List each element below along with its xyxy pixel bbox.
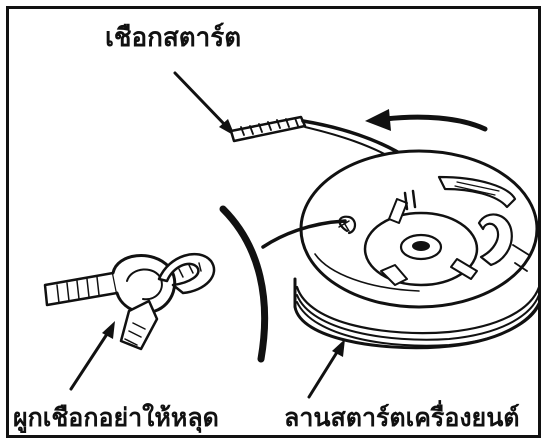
rope-knot bbox=[45, 254, 214, 349]
diagram-frame: เชือกสตาร์ต ผูกเชือกอย่าให้หลุด ลานสตาร์… bbox=[6, 6, 541, 438]
knot-pointer-arrow bbox=[71, 321, 115, 389]
rotation-arrow bbox=[365, 109, 485, 131]
knot-warning-label: ผูกเชือกอย่าให้หลุด bbox=[13, 405, 219, 430]
starter-rope-label: เชือกสตาร์ต bbox=[105, 25, 241, 51]
starter-pulley-label: ลานสตาร์ตเครื่องยนต์ bbox=[284, 405, 520, 430]
rope-pointer-arrow bbox=[175, 73, 235, 136]
starter-pulley bbox=[295, 151, 541, 348]
pulley-pointer-arrow bbox=[309, 339, 345, 397]
starter-pulley-illustration bbox=[9, 9, 541, 438]
pull-motion-arc bbox=[223, 209, 265, 359]
